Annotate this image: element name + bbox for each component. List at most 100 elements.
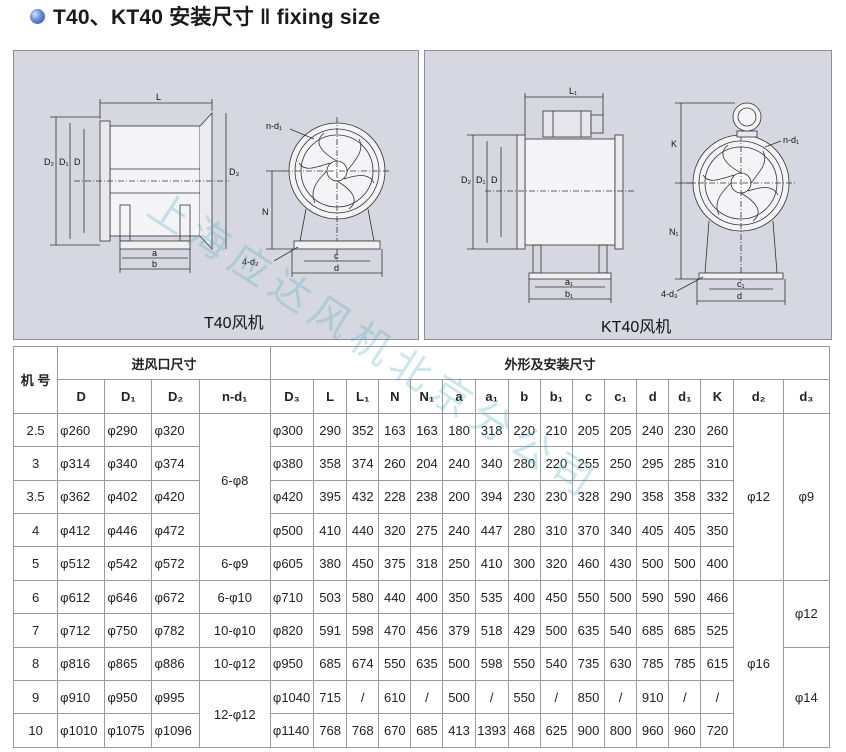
cell-outline: 260 <box>700 412 735 448</box>
cell-model: 7 <box>12 613 59 648</box>
kt40-caption: KT40风机 <box>601 319 672 336</box>
cell-D2: φ572 <box>151 546 200 581</box>
cell-outline: 735 <box>571 646 606 682</box>
cell-outline: 400 <box>700 546 735 581</box>
cell-outline: 350 <box>442 579 476 615</box>
col-header-d3: d₃ <box>782 379 831 414</box>
cell-outline: 318 <box>474 412 509 448</box>
cell-outline: 358 <box>313 446 348 481</box>
cell-D2: φ320 <box>151 412 200 448</box>
cell-outline: 379 <box>442 613 476 648</box>
cell-outline: 635 <box>571 613 606 648</box>
cell-outline: 685 <box>313 646 348 682</box>
cell-outline: 503 <box>313 579 348 615</box>
col-header-outline: D₃ <box>269 379 315 414</box>
cell-D: φ412 <box>57 513 106 548</box>
cell-outline: φ710 <box>269 579 315 615</box>
cell-outline: 340 <box>604 513 638 548</box>
cell-outline: 400 <box>507 579 541 615</box>
cell-outline: 500 <box>539 613 573 648</box>
cell-D2: φ374 <box>151 446 200 481</box>
cell-outline: / <box>474 680 509 715</box>
cell-outline: 685 <box>668 613 702 648</box>
cell-outline: 525 <box>700 613 735 648</box>
label-d: d <box>334 263 339 273</box>
cell-D1: φ950 <box>104 680 153 715</box>
cell-d3: φ14 <box>782 646 831 749</box>
cell-outline: 370 <box>571 513 606 548</box>
cell-outline: 447 <box>474 513 509 548</box>
cell-outline: 260 <box>378 446 412 481</box>
cell-outline: 500 <box>442 680 476 715</box>
cell-outline: / <box>539 680 573 715</box>
cell-outline: 295 <box>636 446 670 481</box>
cell-D: φ612 <box>57 579 106 615</box>
cell-outline: 550 <box>507 680 541 715</box>
cell-outline: 328 <box>571 479 606 515</box>
cell-D1: φ542 <box>104 546 153 581</box>
cell-outline: φ605 <box>269 546 315 581</box>
cell-outline: 460 <box>571 546 606 581</box>
cell-outline: φ500 <box>269 513 315 548</box>
cell-outline: 250 <box>604 446 638 481</box>
cell-outline: 205 <box>604 412 638 448</box>
cell-outline: 470 <box>378 613 412 648</box>
label-L1: L₁ <box>569 86 577 96</box>
cell-outline: 785 <box>668 646 702 682</box>
cell-outline: 358 <box>668 479 702 515</box>
cell-outline: 374 <box>346 446 380 481</box>
cell-model: 3 <box>12 446 59 481</box>
cell-outline: 580 <box>346 579 380 615</box>
cell-outline: φ1140 <box>269 713 315 748</box>
cell-D2: φ1096 <box>151 713 200 748</box>
cell-outline: 395 <box>313 479 348 515</box>
label-D: D <box>491 175 498 185</box>
cell-outline: 310 <box>539 513 573 548</box>
col-header-outline: c <box>571 379 606 414</box>
cell-outline: 290 <box>313 412 348 448</box>
cell-D2: φ472 <box>151 513 200 548</box>
cell-outline: 350 <box>700 513 735 548</box>
cell-d3: φ9 <box>782 412 831 581</box>
cell-outline: / <box>668 680 702 715</box>
cell-nd1: 6-φ8 <box>198 412 271 548</box>
cell-outline: 591 <box>313 613 348 648</box>
cell-outline: 674 <box>346 646 380 682</box>
label-nd1: n-d₁ <box>783 135 799 145</box>
label-N: N <box>262 207 269 217</box>
cell-D1: φ646 <box>104 579 153 615</box>
cell-nd1: 10-φ10 <box>198 613 271 648</box>
cell-outline: 1393 <box>474 713 509 748</box>
label-a: a <box>152 248 157 258</box>
col-header-outline: N₁ <box>410 379 444 414</box>
cell-outline: 625 <box>539 713 573 748</box>
col-header-inlet: D₂ <box>151 379 200 414</box>
kt40-drawing: L₁ D₂ D₁ D a₁ b₁ n-d₁ K N₁ 4-d₃ c₁ d <box>461 86 799 305</box>
cell-outline: 200 <box>442 479 476 515</box>
cell-nd1: 6-φ9 <box>198 546 271 581</box>
cell-nd1: 10-φ12 <box>198 646 271 682</box>
cell-outline: 590 <box>668 579 702 615</box>
label-K: K <box>671 139 677 149</box>
title-text: T40、KT40 安装尺寸 ‖ fixing size <box>53 6 381 29</box>
cell-outline: 280 <box>507 513 541 548</box>
cell-outline: 210 <box>539 412 573 448</box>
cell-model: 9 <box>12 680 59 715</box>
cell-outline: 320 <box>378 513 412 548</box>
cell-D1: φ865 <box>104 646 153 682</box>
cell-outline: 405 <box>636 513 670 548</box>
cell-outline: 685 <box>636 613 670 648</box>
cell-outline: 440 <box>346 513 380 548</box>
cell-outline: 375 <box>378 546 412 581</box>
cell-outline: 910 <box>636 680 670 715</box>
cell-outline: 500 <box>636 546 670 581</box>
col-header-outline: a <box>442 379 476 414</box>
cell-outline: 410 <box>474 546 509 581</box>
cell-model: 8 <box>12 646 59 682</box>
cell-outline: 960 <box>636 713 670 748</box>
cell-outline: 715 <box>313 680 348 715</box>
cell-outline: 300 <box>507 546 541 581</box>
